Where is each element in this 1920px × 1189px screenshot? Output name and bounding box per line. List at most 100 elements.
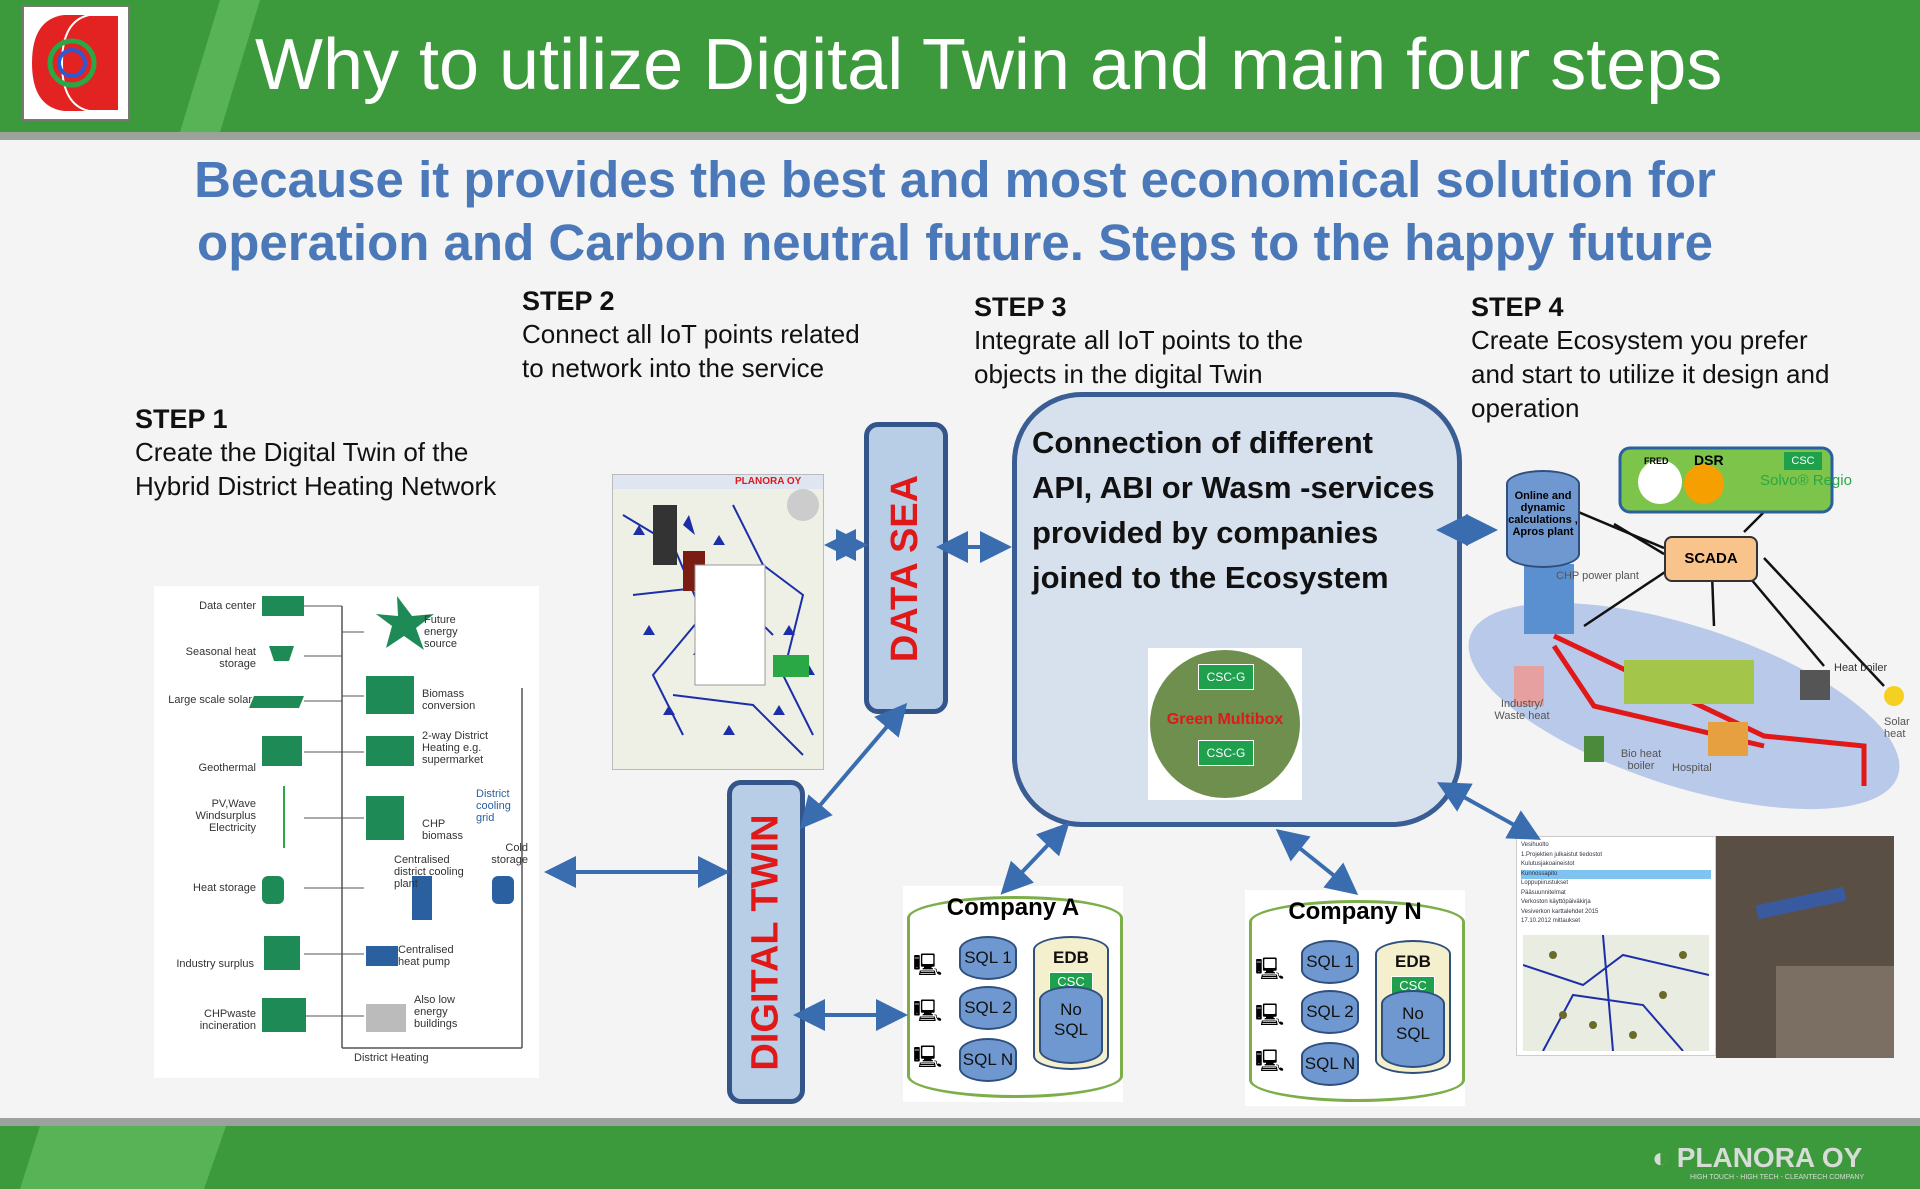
step-3: STEP 3 Integrate all IoT points to the o… bbox=[974, 292, 1303, 391]
excavation-photo bbox=[1716, 836, 1894, 1058]
ecosystem-line-1: Connection of different bbox=[1032, 420, 1452, 465]
heating-label-industry: Industry surplus bbox=[154, 958, 254, 970]
sql2-cylinder: SQL 2 bbox=[959, 986, 1017, 1030]
sqln-cylinder: SQL N bbox=[1301, 1042, 1359, 1086]
file-list-item: 17.10.2012 mittaukset bbox=[1521, 917, 1711, 927]
ecosystem-description: Connection of different API, ABI or Wasm… bbox=[1032, 420, 1452, 600]
file-list-item: 1.Projektien julkaistut tiedostot bbox=[1521, 851, 1711, 861]
heating-label-heat-storage: Heat storage bbox=[164, 882, 256, 894]
nosql-cylinder: No SQL bbox=[1381, 990, 1445, 1068]
online-calculations-cylinder: Online and dynamic calculations , Apros … bbox=[1506, 470, 1580, 568]
step-1-heading: STEP 1 bbox=[135, 404, 496, 435]
company-logo bbox=[22, 5, 130, 121]
heating-label-biomass: Biomass conversion bbox=[422, 688, 492, 712]
nosql-label-2: SQL bbox=[1041, 1020, 1101, 1040]
footer-brand-name: ◐ PLANORA OY bbox=[1652, 1142, 1862, 1174]
data-sea-box: DATA SEA bbox=[864, 422, 948, 714]
nosql-label-1: No bbox=[1383, 1004, 1443, 1024]
computer-icon: 🖳 bbox=[913, 948, 942, 986]
footer-brand-text: PLANORA OY bbox=[1677, 1142, 1863, 1173]
ecosystem-line-2: API, ABI or Wasm -services bbox=[1032, 465, 1452, 510]
heating-label-cold-storage: Cold storage bbox=[486, 842, 528, 866]
step-1: STEP 1 Create the Digital Twin of the Hy… bbox=[135, 404, 496, 503]
pipe-in-photo bbox=[1756, 887, 1847, 919]
ecosystem-line-3: provided by companies bbox=[1032, 510, 1452, 555]
header-divider bbox=[0, 132, 1920, 140]
heating-label-pv-wave: PV,Wave Windsurplus Electricity bbox=[164, 798, 256, 834]
heating-label-future: Future energy source bbox=[424, 614, 484, 650]
computer-icon: 🖳 bbox=[913, 1040, 942, 1078]
heating-label-chp-biomass: CHP biomass bbox=[422, 818, 478, 842]
heating-label-footer: District Heating bbox=[354, 1052, 429, 1064]
header-stripe-decoration bbox=[180, 0, 260, 132]
slide-title: Why to utilize Digital Twin and main fou… bbox=[255, 24, 1722, 106]
planora-logo-icon: ◐ bbox=[1652, 1142, 1669, 1173]
ecosystem-line-4: joined to the Ecosystem bbox=[1032, 555, 1452, 600]
network-map-graphics bbox=[613, 475, 823, 769]
computer-icon: 🖳 bbox=[1255, 952, 1284, 990]
footer-divider bbox=[0, 1118, 1920, 1126]
heating-label-large-solar: Large scale solar bbox=[156, 694, 252, 706]
file-list-item: Pääsuunnitelmat bbox=[1521, 889, 1711, 899]
step-2: STEP 2 Connect all IoT points related to… bbox=[522, 286, 860, 385]
data-sea-label: DATA SEA bbox=[885, 474, 928, 661]
subtitle-line-2: operation and Carbon neutral future. Ste… bbox=[110, 211, 1800, 274]
nosql-cylinder: No SQL bbox=[1039, 986, 1103, 1064]
step-1-line-2: Hybrid District Heating Network bbox=[135, 469, 496, 503]
step-3-heading: STEP 3 bbox=[974, 292, 1303, 323]
sql1-cylinder: SQL 1 bbox=[959, 936, 1017, 980]
step-4-line-1: Create Ecosystem you prefer bbox=[1471, 323, 1829, 357]
sql1-cylinder: SQL 1 bbox=[1301, 940, 1359, 984]
company-a-name: Company A bbox=[903, 894, 1123, 922]
edb-label: EDB bbox=[1377, 952, 1449, 972]
subtitle-line-1: Because it provides the best and most ec… bbox=[110, 148, 1800, 211]
footer-stripe-decoration bbox=[0, 1126, 240, 1189]
fred-label: FRED bbox=[1644, 456, 1669, 466]
heat-boiler-label: Heat boiler bbox=[1834, 662, 1887, 674]
sql2-cylinder: SQL 2 bbox=[1301, 990, 1359, 1034]
heating-label-geothermal: Geothermal bbox=[164, 762, 256, 774]
hospital-label: Hospital bbox=[1672, 762, 1712, 774]
digital-twin-label: DIGITAL TWIN bbox=[745, 814, 788, 1070]
footer-tagline: HIGH TOUCH - HIGH TECH - CLEANTECH COMPA… bbox=[1690, 1174, 1864, 1181]
computer-icon: 🖳 bbox=[913, 994, 942, 1032]
file-list-item: Vesihuolto bbox=[1521, 841, 1711, 851]
map-header-label: PLANORA OY bbox=[735, 476, 801, 487]
heating-label-low-energy: Also low energy buildings bbox=[414, 994, 484, 1030]
industry-label: Industry/ Waste heat bbox=[1492, 698, 1552, 722]
district-heating-diagram: Data center Seasonal heat storage Large … bbox=[154, 586, 539, 1078]
csc-badge: CSC bbox=[1784, 452, 1822, 470]
step-1-line-1: Create the Digital Twin of the bbox=[135, 435, 496, 469]
file-list-item: Loppupiirustukset bbox=[1521, 879, 1711, 889]
step-4-line-3: operation bbox=[1471, 391, 1829, 425]
step4-ecosystem-illustration: Online and dynamic calculations , Apros … bbox=[1464, 446, 1916, 810]
company-a-panel: Company A 🖳 🖳 🖳 SQL 1 SQL 2 SQL N EDB CS… bbox=[903, 886, 1123, 1102]
step-2-line-2: to network into the service bbox=[522, 351, 860, 385]
dsr-label: DSR bbox=[1694, 452, 1724, 468]
file-list-item: Vesiverkon karttalehdet 2015 bbox=[1521, 908, 1711, 918]
green-multibox-label: Green Multibox bbox=[1148, 711, 1302, 729]
solar-heat-label: Solar heat bbox=[1884, 716, 1916, 740]
csc-g-top-badge: CSC-G bbox=[1198, 664, 1254, 690]
step-2-line-1: Connect all IoT points related bbox=[522, 317, 860, 351]
file-list-map-image: Vesihuolto 1.Projektien julkaistut tiedo… bbox=[1516, 836, 1716, 1056]
edb-label: EDB bbox=[1035, 948, 1107, 968]
heating-label-2way: 2-way District Heating e.g. supermarket bbox=[422, 730, 512, 766]
nosql-label-1: No bbox=[1041, 1000, 1101, 1020]
bio-heat-label: Bio heat boiler bbox=[1616, 748, 1666, 772]
file-list-item: Kunnossapito bbox=[1521, 870, 1711, 880]
csc-g-bottom-badge: CSC-G bbox=[1198, 740, 1254, 766]
computer-icon: 🖳 bbox=[1255, 1044, 1284, 1082]
slide-subtitle: Because it provides the best and most ec… bbox=[110, 148, 1800, 274]
step-4-heading: STEP 4 bbox=[1471, 292, 1829, 323]
computer-icon: 🖳 bbox=[1255, 998, 1284, 1036]
network-map-image: PLANORA OY bbox=[612, 474, 824, 770]
photo-soil bbox=[1776, 966, 1894, 1058]
step-3-line-2: objects in the digital Twin bbox=[974, 357, 1303, 391]
file-list-item: Kulutusjakoaineistot bbox=[1521, 860, 1711, 870]
nosql-label-2: SQL bbox=[1383, 1024, 1443, 1044]
scada-box: SCADA bbox=[1664, 536, 1758, 582]
green-multibox-panel: CSC-G Green Multibox CSC-G bbox=[1148, 648, 1302, 800]
heating-label-heat-pump: Centralised heat pump bbox=[398, 944, 468, 968]
footer-bar bbox=[0, 1126, 1920, 1189]
